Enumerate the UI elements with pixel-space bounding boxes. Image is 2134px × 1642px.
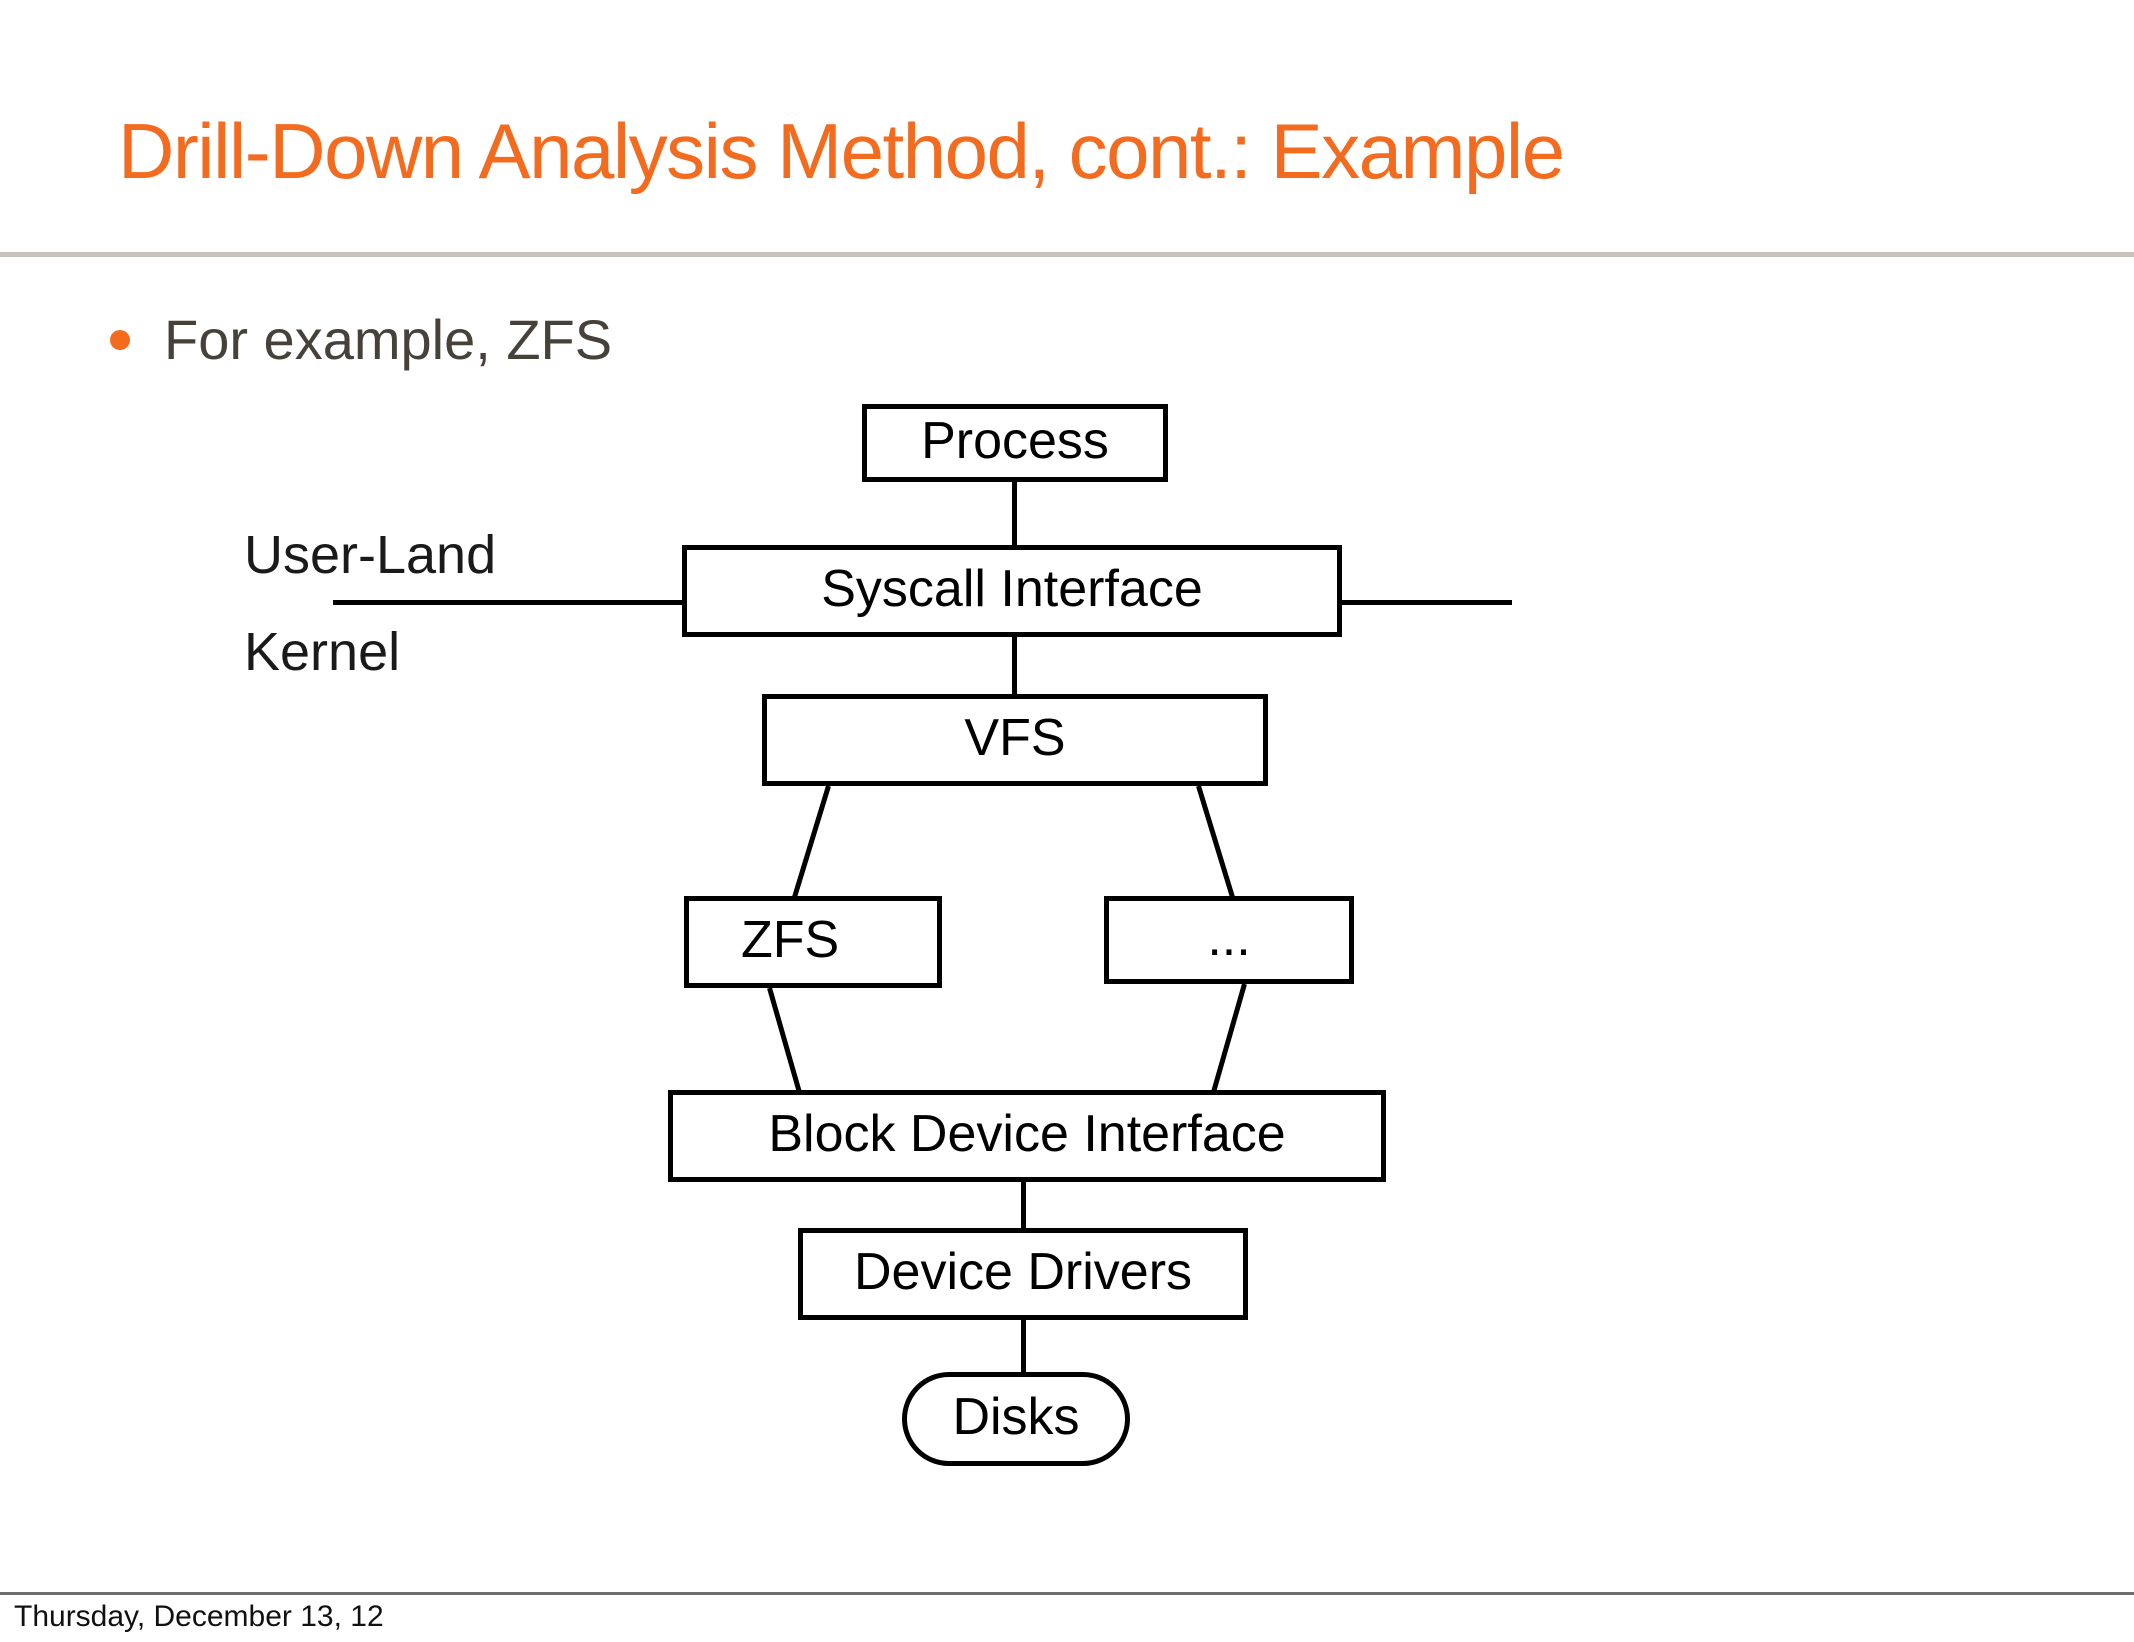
- diagram-node-disks: Disks: [902, 1372, 1130, 1466]
- kernel-boundary-line-left: [333, 600, 685, 605]
- region-label-user-land: User-Land: [244, 525, 497, 585]
- edge-block-to-drivers: [1021, 1182, 1026, 1228]
- edge-syscall-to-vfs: [1012, 637, 1017, 694]
- kernel-boundary-line-right: [1340, 600, 1512, 605]
- diagram-node-process: Process: [862, 404, 1168, 482]
- edge-zfs-to-block: [767, 987, 802, 1093]
- diagram-node-zfs-label: ZFS: [741, 911, 840, 969]
- diagram-node-other-filesystems: ...: [1104, 896, 1354, 984]
- diagram-node-other-filesystems-label: ...: [1207, 909, 1251, 967]
- diagram-node-block-device-interface: Block Device Interface: [668, 1090, 1386, 1182]
- diagram-node-syscall-interface: Syscall Interface: [682, 545, 1342, 637]
- edge-drivers-to-disks: [1021, 1320, 1026, 1372]
- bullet-item: For example, ZFS: [110, 312, 612, 368]
- edge-other-to-block: [1211, 983, 1247, 1093]
- diagram-node-vfs-label: VFS: [964, 709, 1066, 767]
- edge-process-to-syscall: [1012, 482, 1017, 545]
- diagram-node-zfs: ZFS: [684, 896, 942, 988]
- diagram-node-disks-label: Disks: [952, 1388, 1080, 1446]
- diagram-node-device-drivers-label: Device Drivers: [853, 1243, 1193, 1301]
- diagram-node-process-label: Process: [921, 412, 1109, 470]
- region-label-kernel: Kernel: [244, 622, 401, 682]
- header-divider: [0, 252, 2134, 257]
- diagram-node-syscall-interface-label: Syscall Interface: [821, 560, 1203, 618]
- edge-vfs-to-other: [1196, 785, 1237, 904]
- edge-vfs-to-zfs: [790, 785, 831, 904]
- diagram-node-vfs: VFS: [762, 694, 1268, 786]
- footer-date: Thursday, December 13, 12: [14, 1600, 384, 1633]
- bullet-dot-icon: [110, 330, 130, 350]
- bullet-item-label: For example, ZFS: [164, 308, 613, 371]
- diagram-node-device-drivers: Device Drivers: [798, 1228, 1248, 1320]
- diagram-node-block-device-interface-label: Block Device Interface: [768, 1105, 1286, 1163]
- footer-divider: [0, 1592, 2134, 1595]
- page-title: Drill-Down Analysis Method, cont.: Examp…: [118, 107, 1565, 195]
